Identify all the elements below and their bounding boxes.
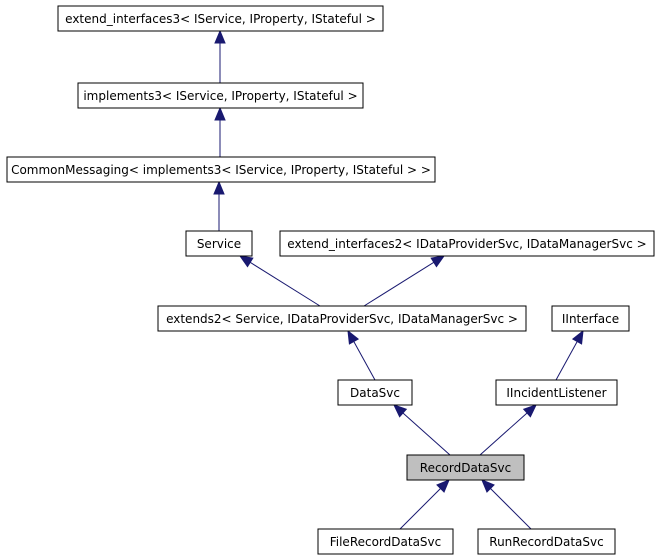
edge-line-n_extends2-to-n_service	[249, 261, 321, 307]
edge-arrowhead-n_extends2-to-n_service	[238, 255, 254, 268]
edge-arrowhead-n_iincident-to-n_iinterface	[571, 329, 584, 345]
node-filerecorddatasvc-label: FileRecordDataSvc	[330, 535, 442, 549]
node-implements3[interactable]: implements3< IService, IProperty, IState…	[77, 82, 364, 109]
edge-line-n_record-to-n_iincident	[479, 412, 528, 456]
node-datasvc[interactable]: DataSvc	[337, 379, 413, 406]
edge-arrowhead-n_datasvc-to-n_extends2	[347, 329, 360, 345]
node-iincidentlistener[interactable]: IIncidentListener	[495, 379, 618, 406]
edges-layer	[213, 29, 584, 530]
node-recorddatasvc-label: RecordDataSvc	[420, 461, 511, 475]
node-runrecorddatasvc[interactable]: RunRecordDataSvc	[477, 528, 616, 555]
edge-arrowhead-n_filerecord-to-n_record	[436, 479, 450, 493]
node-common-messaging-label: CommonMessaging< implements3< IService, …	[11, 163, 431, 177]
edge-line-n_extends2-to-n_ext2	[363, 261, 435, 307]
node-runrecorddatasvc-label: RunRecordDataSvc	[489, 535, 603, 549]
edge-arrowhead-n_extends2-to-n_ext2	[430, 255, 446, 268]
edge-line-n_datasvc-to-n_extends2	[353, 341, 376, 381]
edge-line-n_filerecord-to-n_record	[399, 488, 441, 530]
node-extends2[interactable]: extends2< Service, IDataProviderSvc, IDa…	[157, 305, 527, 332]
edge-line-n_record-to-n_datasvc	[402, 412, 451, 456]
node-common-messaging[interactable]: CommonMessaging< implements3< IService, …	[6, 156, 436, 183]
node-service-label: Service	[197, 237, 241, 251]
node-extends2-label: extends2< Service, IDataProviderSvc, IDa…	[166, 312, 518, 326]
node-recorddatasvc[interactable]: RecordDataSvc	[406, 454, 525, 481]
node-service[interactable]: Service	[185, 230, 253, 257]
edge-arrowhead-n_service-to-n_cm	[213, 180, 225, 195]
node-iinterface-label: IInterface	[562, 312, 619, 326]
edge-arrowhead-n_record-to-n_datasvc	[393, 404, 408, 418]
edge-arrowhead-n_cm-to-n_impl3	[214, 106, 226, 121]
node-filerecorddatasvc[interactable]: FileRecordDataSvc	[317, 528, 454, 555]
node-extend-interfaces3-label: extend_interfaces3< IService, IProperty,…	[65, 12, 376, 26]
node-extend-interfaces3[interactable]: extend_interfaces3< IService, IProperty,…	[57, 5, 384, 32]
edge-line-n_iincident-to-n_iinterface	[555, 341, 578, 381]
node-implements3-label: implements3< IService, IProperty, IState…	[83, 89, 357, 103]
edge-arrowhead-n_impl3-to-n_ext3	[214, 29, 226, 44]
node-extend-interfaces2[interactable]: extend_interfaces2< IDataProviderSvc, ID…	[279, 230, 655, 257]
node-extend-interfaces2-label: extend_interfaces2< IDataProviderSvc, ID…	[287, 237, 646, 251]
node-iincidentlistener-label: IIncidentListener	[506, 386, 606, 400]
node-iinterface[interactable]: IInterface	[551, 305, 630, 332]
edge-arrowhead-n_record-to-n_iincident	[522, 404, 537, 418]
edge-arrowhead-n_runrecord-to-n_record	[481, 479, 495, 493]
edge-line-n_runrecord-to-n_record	[490, 488, 532, 530]
node-datasvc-label: DataSvc	[350, 386, 400, 400]
